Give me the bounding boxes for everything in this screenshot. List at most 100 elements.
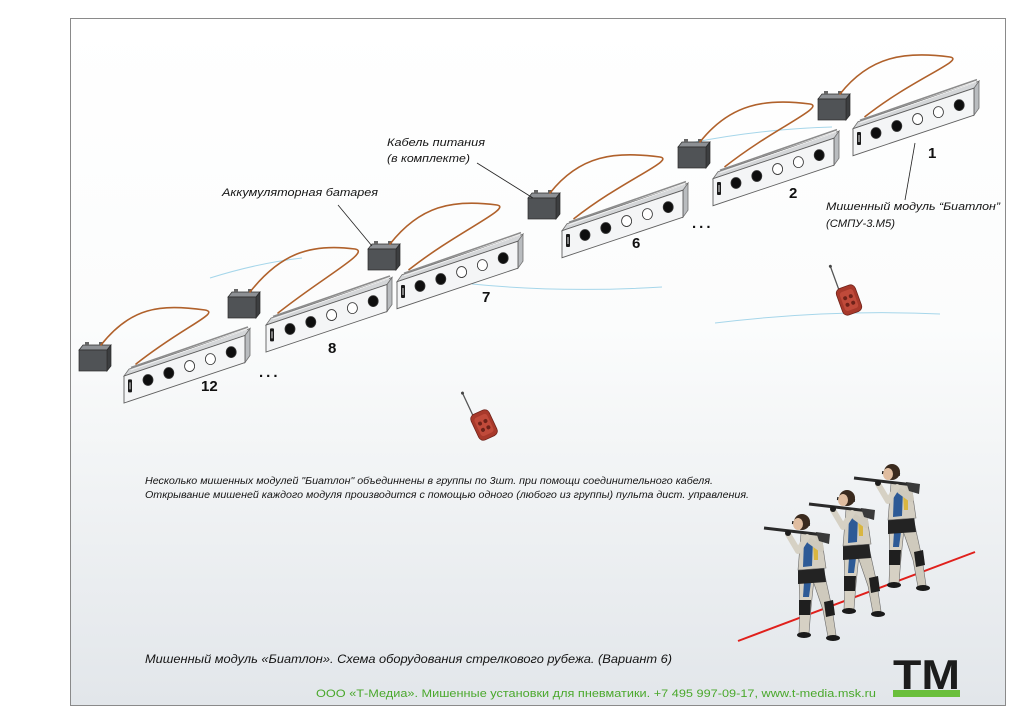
- power-cable: [549, 153, 664, 220]
- module-slot-inner: [402, 288, 404, 296]
- module-top-rail-highlight: [130, 329, 248, 371]
- power-cable: [389, 202, 501, 271]
- power-cables: [100, 54, 954, 365]
- battery: [78, 342, 112, 372]
- battery-terminal: [824, 91, 828, 94]
- target-circle: [367, 295, 379, 308]
- target-circle: [225, 346, 237, 359]
- module-number-2: 2: [789, 185, 797, 202]
- module-top-rail: [719, 128, 838, 171]
- target-circle: [730, 177, 742, 189]
- module-number-12: 12: [201, 378, 218, 395]
- module-slot-inner: [129, 382, 131, 390]
- battery-terminal: [534, 190, 538, 193]
- target-circle: [642, 208, 653, 220]
- target-circle: [772, 163, 783, 175]
- battery-front-face: [817, 98, 847, 121]
- battery-side-face: [555, 192, 561, 220]
- battery-terminal: [99, 342, 103, 345]
- power-cable: [839, 54, 954, 118]
- target-circle: [662, 201, 674, 214]
- target-circle: [456, 266, 468, 278]
- battery-terminal: [388, 241, 392, 244]
- module-number-8: 8: [328, 340, 336, 357]
- module-slot-inner: [718, 185, 720, 193]
- target-circle: [621, 215, 632, 227]
- battery-label: Аккумуляторная батарея: [221, 187, 378, 199]
- target-circle: [793, 156, 804, 168]
- battery-terminal: [248, 289, 252, 292]
- target-circle: [497, 252, 509, 265]
- target-module-7: [395, 231, 525, 310]
- module-top-rail: [403, 231, 522, 274]
- target-module-6: [560, 180, 690, 259]
- note-line-1: Несколько мишенных модулей "Биатлон" объ…: [145, 475, 713, 487]
- battery: [367, 241, 401, 271]
- target-circle: [476, 259, 488, 271]
- battery-top-face: [227, 291, 261, 298]
- battery-terminal: [548, 190, 552, 193]
- module-top-rail-highlight: [403, 234, 521, 277]
- ground-line: [714, 312, 941, 324]
- target-circle: [870, 127, 882, 139]
- battery-terminal: [684, 139, 688, 142]
- target-modules: [78, 78, 981, 404]
- module-top-rail-highlight: [859, 81, 977, 124]
- ground-lines: [209, 126, 941, 324]
- target-circle: [579, 229, 591, 241]
- power-cable-sublabel: (в комплекте): [387, 153, 470, 165]
- battery-terminal: [838, 91, 842, 94]
- leader-lines: [337, 142, 916, 247]
- battery: [677, 139, 711, 169]
- battery-side-face: [845, 93, 851, 121]
- battery-terminal: [698, 139, 702, 142]
- module-top-rail: [568, 180, 687, 223]
- target-circle: [305, 316, 317, 328]
- firing-line: [737, 551, 976, 642]
- ground-line: [689, 126, 833, 144]
- ellipsis-mark: ...: [692, 215, 714, 232]
- power-cable: [699, 101, 814, 168]
- target-circle: [933, 106, 944, 118]
- battery-top-face: [367, 243, 401, 250]
- module-top-rail-highlight: [568, 183, 686, 226]
- target-module-2: [711, 128, 841, 207]
- module-top-rail: [272, 275, 391, 318]
- battery-top-face: [817, 93, 851, 100]
- target-circle: [414, 280, 426, 292]
- battery-side-face: [255, 291, 261, 319]
- company-logo: TM: [893, 651, 960, 698]
- module-slot-inner: [567, 237, 569, 245]
- target-module-8: [264, 275, 394, 353]
- target-circle: [813, 149, 825, 162]
- target-circle: [284, 323, 296, 335]
- battery-front-face: [367, 248, 397, 271]
- target-circle: [600, 222, 612, 234]
- target-module-1: [851, 78, 981, 157]
- battery: [527, 190, 561, 220]
- battery-terminal: [85, 342, 89, 345]
- module-top-rail-highlight: [272, 278, 390, 320]
- module-top-rail: [130, 326, 249, 369]
- battery-top-face: [527, 192, 561, 199]
- target-circle: [346, 302, 358, 314]
- target-module-12: [122, 326, 252, 404]
- battery-terminal: [234, 289, 238, 292]
- module-number-1: 1: [928, 145, 936, 162]
- target-circle: [435, 273, 447, 285]
- target-circle: [891, 120, 903, 132]
- target-circle: [953, 99, 965, 112]
- battery-terminal: [374, 241, 378, 244]
- footer-contacts: ООО «Т-Медиа». Мишенные установки для пн…: [316, 688, 876, 700]
- module-top-rail: [859, 78, 978, 121]
- note-line-2: Открывание мишеней каждого модуля произв…: [145, 489, 749, 501]
- power-cable: [100, 306, 210, 365]
- battery-side-face: [106, 344, 112, 372]
- battery-leader-line: [337, 204, 373, 247]
- module-number-7: 7: [482, 289, 490, 306]
- module-top-rail-highlight: [719, 131, 837, 174]
- battery-front-face: [227, 296, 257, 319]
- ellipsis-mark: ...: [259, 364, 281, 381]
- battery-front-face: [527, 197, 557, 220]
